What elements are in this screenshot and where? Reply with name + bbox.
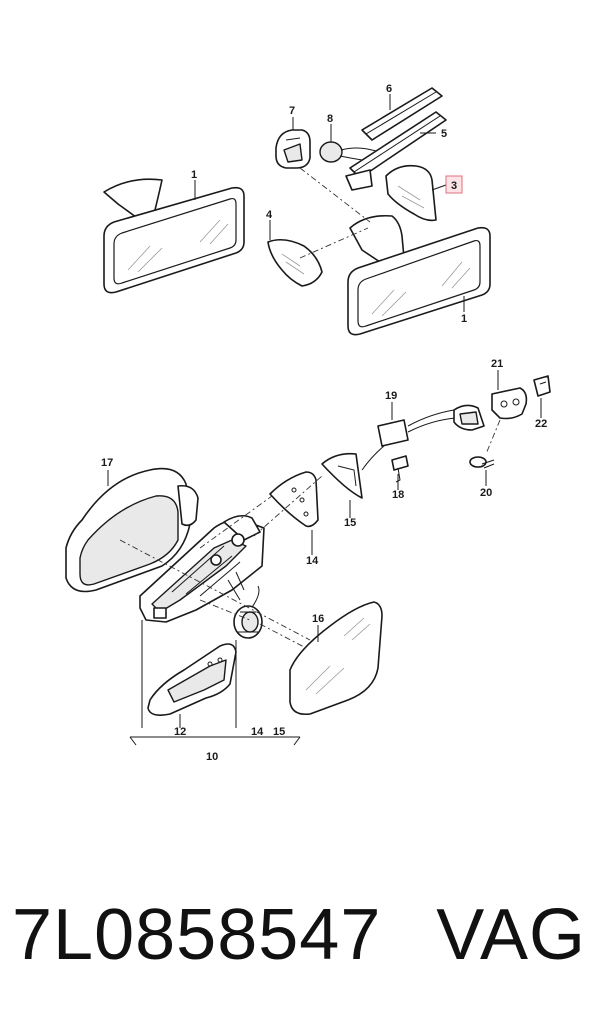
screw-20 — [469, 456, 495, 469]
mirror-base-bracket — [139, 514, 265, 623]
leader-lines — [107, 94, 542, 746]
callout-3: 3 — [451, 180, 457, 192]
callout-17: 17 — [101, 457, 113, 469]
lower-cover-piece — [267, 238, 323, 287]
callout-21: 21 — [491, 358, 503, 370]
brand-name: VAG — [436, 895, 586, 975]
callout-15-mid: 15 — [344, 517, 356, 529]
callout-3-highlight — [445, 175, 463, 194]
mount-cover — [385, 164, 437, 222]
part-number: 7L0858547 — [12, 895, 382, 975]
interior-mirror-right — [347, 214, 491, 336]
interior-mirror-left — [103, 178, 245, 294]
callout-labels: 1 1 3 4 5 6 7 8 10 12 14 14 15 15 16 17 … — [101, 83, 547, 763]
callout-15-bottom: 15 — [273, 726, 285, 738]
callout-19: 19 — [385, 390, 397, 402]
adjustment-motor — [233, 585, 263, 639]
callout-12: 12 — [174, 726, 186, 738]
sensor-with-cable — [319, 141, 391, 163]
callout-22: 22 — [535, 418, 547, 430]
callout-1-right: 1 — [461, 313, 467, 325]
assembly-lines-top — [299, 167, 371, 259]
callout-10: 10 — [206, 751, 218, 763]
bracket-cover — [147, 643, 237, 716]
connector-housing-21 — [491, 387, 528, 420]
callout-4: 4 — [266, 209, 273, 221]
triangle-cover — [321, 452, 363, 499]
trim-strips — [345, 87, 447, 191]
screw-18 — [391, 455, 409, 483]
callout-14-mid: 14 — [306, 555, 319, 567]
callout-20: 20 — [480, 487, 492, 499]
cover-cap — [275, 129, 311, 169]
callout-5: 5 — [441, 128, 447, 140]
callout-1-left: 1 — [191, 169, 197, 181]
callout-6: 6 — [386, 83, 392, 95]
wiring-harness — [361, 404, 485, 471]
callout-8: 8 — [327, 113, 333, 125]
mounting-plate — [269, 471, 319, 528]
footer-caption: 7L0858547 VAG — [0, 880, 600, 990]
callout-16: 16 — [312, 613, 324, 625]
assembly-lines-bottom — [119, 419, 501, 649]
callout-18: 18 — [392, 489, 404, 501]
callout-7: 7 — [289, 105, 295, 117]
parts-diagram: 1 1 3 4 5 6 7 8 10 12 14 14 15 15 16 17 … — [65, 83, 551, 763]
clip-22 — [533, 375, 551, 397]
callout-14-bottom: 14 — [251, 726, 264, 738]
mirror-glass — [289, 601, 383, 716]
